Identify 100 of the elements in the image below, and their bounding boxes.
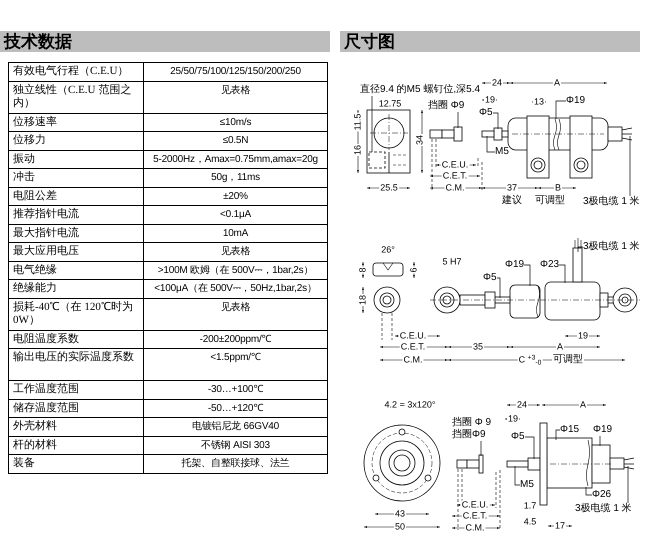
leader-line xyxy=(558,264,566,284)
leader-text: Φ26 xyxy=(592,489,612,501)
spec-cell: 最大指针电流 xyxy=(8,224,144,242)
cable-wires xyxy=(624,458,634,470)
spec-cell: 见表格 xyxy=(144,298,328,330)
threaded-rod xyxy=(482,130,494,138)
section-header: 技术数据 xyxy=(0,31,330,52)
dimension-label: 11.5 xyxy=(354,112,362,132)
leader-line xyxy=(496,278,500,298)
leader-text: Φ5 xyxy=(479,107,493,119)
dimension-label: 可调型 xyxy=(534,196,566,206)
spec-cell: 杆的材料 xyxy=(8,436,144,454)
spec-cell: 储存温度范围 xyxy=(8,399,144,418)
dimension-label: 24 xyxy=(491,78,503,88)
dimension-label: 16 xyxy=(354,144,362,156)
dimension-label: C.M. xyxy=(444,184,466,192)
leader-line xyxy=(578,246,584,252)
leader-text: 3极电缆 1 米 xyxy=(575,503,632,515)
nut xyxy=(528,458,540,470)
leader-line xyxy=(556,430,560,440)
dimension-label: 50 xyxy=(394,522,406,532)
spec-cell: 10mA xyxy=(144,224,328,242)
dimension-label: 1.7 xyxy=(522,502,538,510)
dimension-label: B xyxy=(554,184,562,192)
dimension-label: 26° xyxy=(380,246,396,254)
dimension-label: 34 xyxy=(416,134,424,146)
spec-cell: 有效电气行程（C.E.U） xyxy=(8,62,144,81)
dimension-label: C.M. xyxy=(464,524,486,532)
leader-text: 挡圈 Φ 9 xyxy=(452,417,492,428)
screw-hole-outline xyxy=(368,152,386,168)
dimension-label: A xyxy=(556,342,564,352)
spec-cell: 电阻公差 xyxy=(8,187,144,206)
sensor-body xyxy=(592,444,610,484)
spec-cell: 电镀铝尼龙 66GV40 xyxy=(144,418,328,436)
cable xyxy=(572,248,582,282)
leader-line xyxy=(524,264,530,286)
leader-line xyxy=(514,466,520,486)
spec-cell: 见表格 xyxy=(144,81,328,113)
dimension-label: 8 xyxy=(358,266,368,274)
dimension-label: 5 H7 xyxy=(442,258,462,266)
spec-cell: 见表格 xyxy=(144,242,328,261)
spec-cell: <0.1μA xyxy=(144,206,328,224)
dimension-label: 35 xyxy=(472,342,484,352)
spec-cell: 位移速率 xyxy=(8,113,144,132)
spec-cell: 电气绝缘 xyxy=(8,261,144,280)
leader-text: 3极电缆 1 米 xyxy=(583,196,640,208)
leader-text: Φ19 xyxy=(593,424,612,436)
dimension-label: A xyxy=(553,78,561,88)
leader-text: 3极电缆 1 米 xyxy=(583,241,640,253)
spec-cell: -30…+100℃ xyxy=(144,380,328,399)
dimension-label: 43 xyxy=(394,510,406,518)
retaining-ring xyxy=(478,454,484,474)
spec-cell: 输出电压的实际温度系数 xyxy=(8,348,144,380)
leader-text: M5 xyxy=(495,146,509,158)
leader-text: Φ19 xyxy=(505,259,524,271)
dimension-label: 建议 xyxy=(501,196,523,206)
leader-text: Φ19 xyxy=(566,95,586,107)
spec-cell: 最大应用电压 xyxy=(8,242,144,261)
dimension-label: C.E.T. xyxy=(400,342,426,352)
dimension-label: 24 xyxy=(516,400,528,410)
spec-cell: 外壳材料 xyxy=(8,418,144,436)
spec-cell: <1.5ppm/℃ xyxy=(144,348,328,380)
spec-cell: 冲击 xyxy=(8,168,144,187)
dimension-label: C.E.T. xyxy=(442,172,468,180)
leader-text: Φ5 xyxy=(511,431,525,443)
cable-wires xyxy=(622,128,632,140)
retaining-ring xyxy=(454,126,462,142)
threaded-rod xyxy=(506,460,528,468)
spec-cell: 损耗-40℃（在 120℃时为 0W） xyxy=(8,298,144,330)
spec-cell: 工作温度范围 xyxy=(8,380,144,399)
spec-cell: 电阻温度系数 xyxy=(8,330,144,348)
dimension-label: 37 xyxy=(506,184,518,192)
dimension-label: A xyxy=(579,400,587,410)
dimension-label: 6 xyxy=(410,266,418,274)
leader-line xyxy=(524,436,534,460)
spec-cell: 5-2000Hz，Amax=0.75mm,amax=20g xyxy=(144,150,328,168)
dimension-label: C.E.U. xyxy=(398,332,428,340)
spec-cell: 不锈钢 AISI 303 xyxy=(144,436,328,454)
spec-cell: ±20% xyxy=(144,187,328,206)
leader-text: Φ23 xyxy=(540,259,560,271)
leader-text: Φ5 xyxy=(483,272,497,284)
dimension-label: C.M. xyxy=(402,356,424,364)
spec-cell: 托架、自整联接球、法兰 xyxy=(144,454,328,473)
dimension-label: 13 xyxy=(533,98,545,106)
spec-cell: <100μA（在 500V⎓，50Hz,1bar,2s） xyxy=(144,280,328,298)
leader-line xyxy=(556,100,566,120)
leader-text: 直径9.4 的M5 螺钉位,深5.4 xyxy=(360,84,480,96)
dimension-label: 18 xyxy=(358,294,368,306)
dimension-label: 19 xyxy=(484,96,496,104)
spec-cell: 独立线性（C.E.U 范围之内） xyxy=(8,81,144,113)
spec-cell: 50g，11ms xyxy=(144,168,328,187)
leader-line xyxy=(586,486,592,496)
dimension-label: 19 xyxy=(577,332,589,340)
spec-cell: ≤10m/s xyxy=(144,113,328,132)
leader-text: Φ15 xyxy=(560,424,580,436)
dimension-label: 4.2 = 3x120° xyxy=(384,400,436,410)
dimension-label: C.E.U. xyxy=(440,160,470,170)
spec-cell: -200±200ppm/℃ xyxy=(144,330,328,348)
leader-text: 挡圈 Φ9 xyxy=(428,100,464,112)
spec-cell: 25/50/75/100/125/150/200/250 xyxy=(144,62,328,81)
